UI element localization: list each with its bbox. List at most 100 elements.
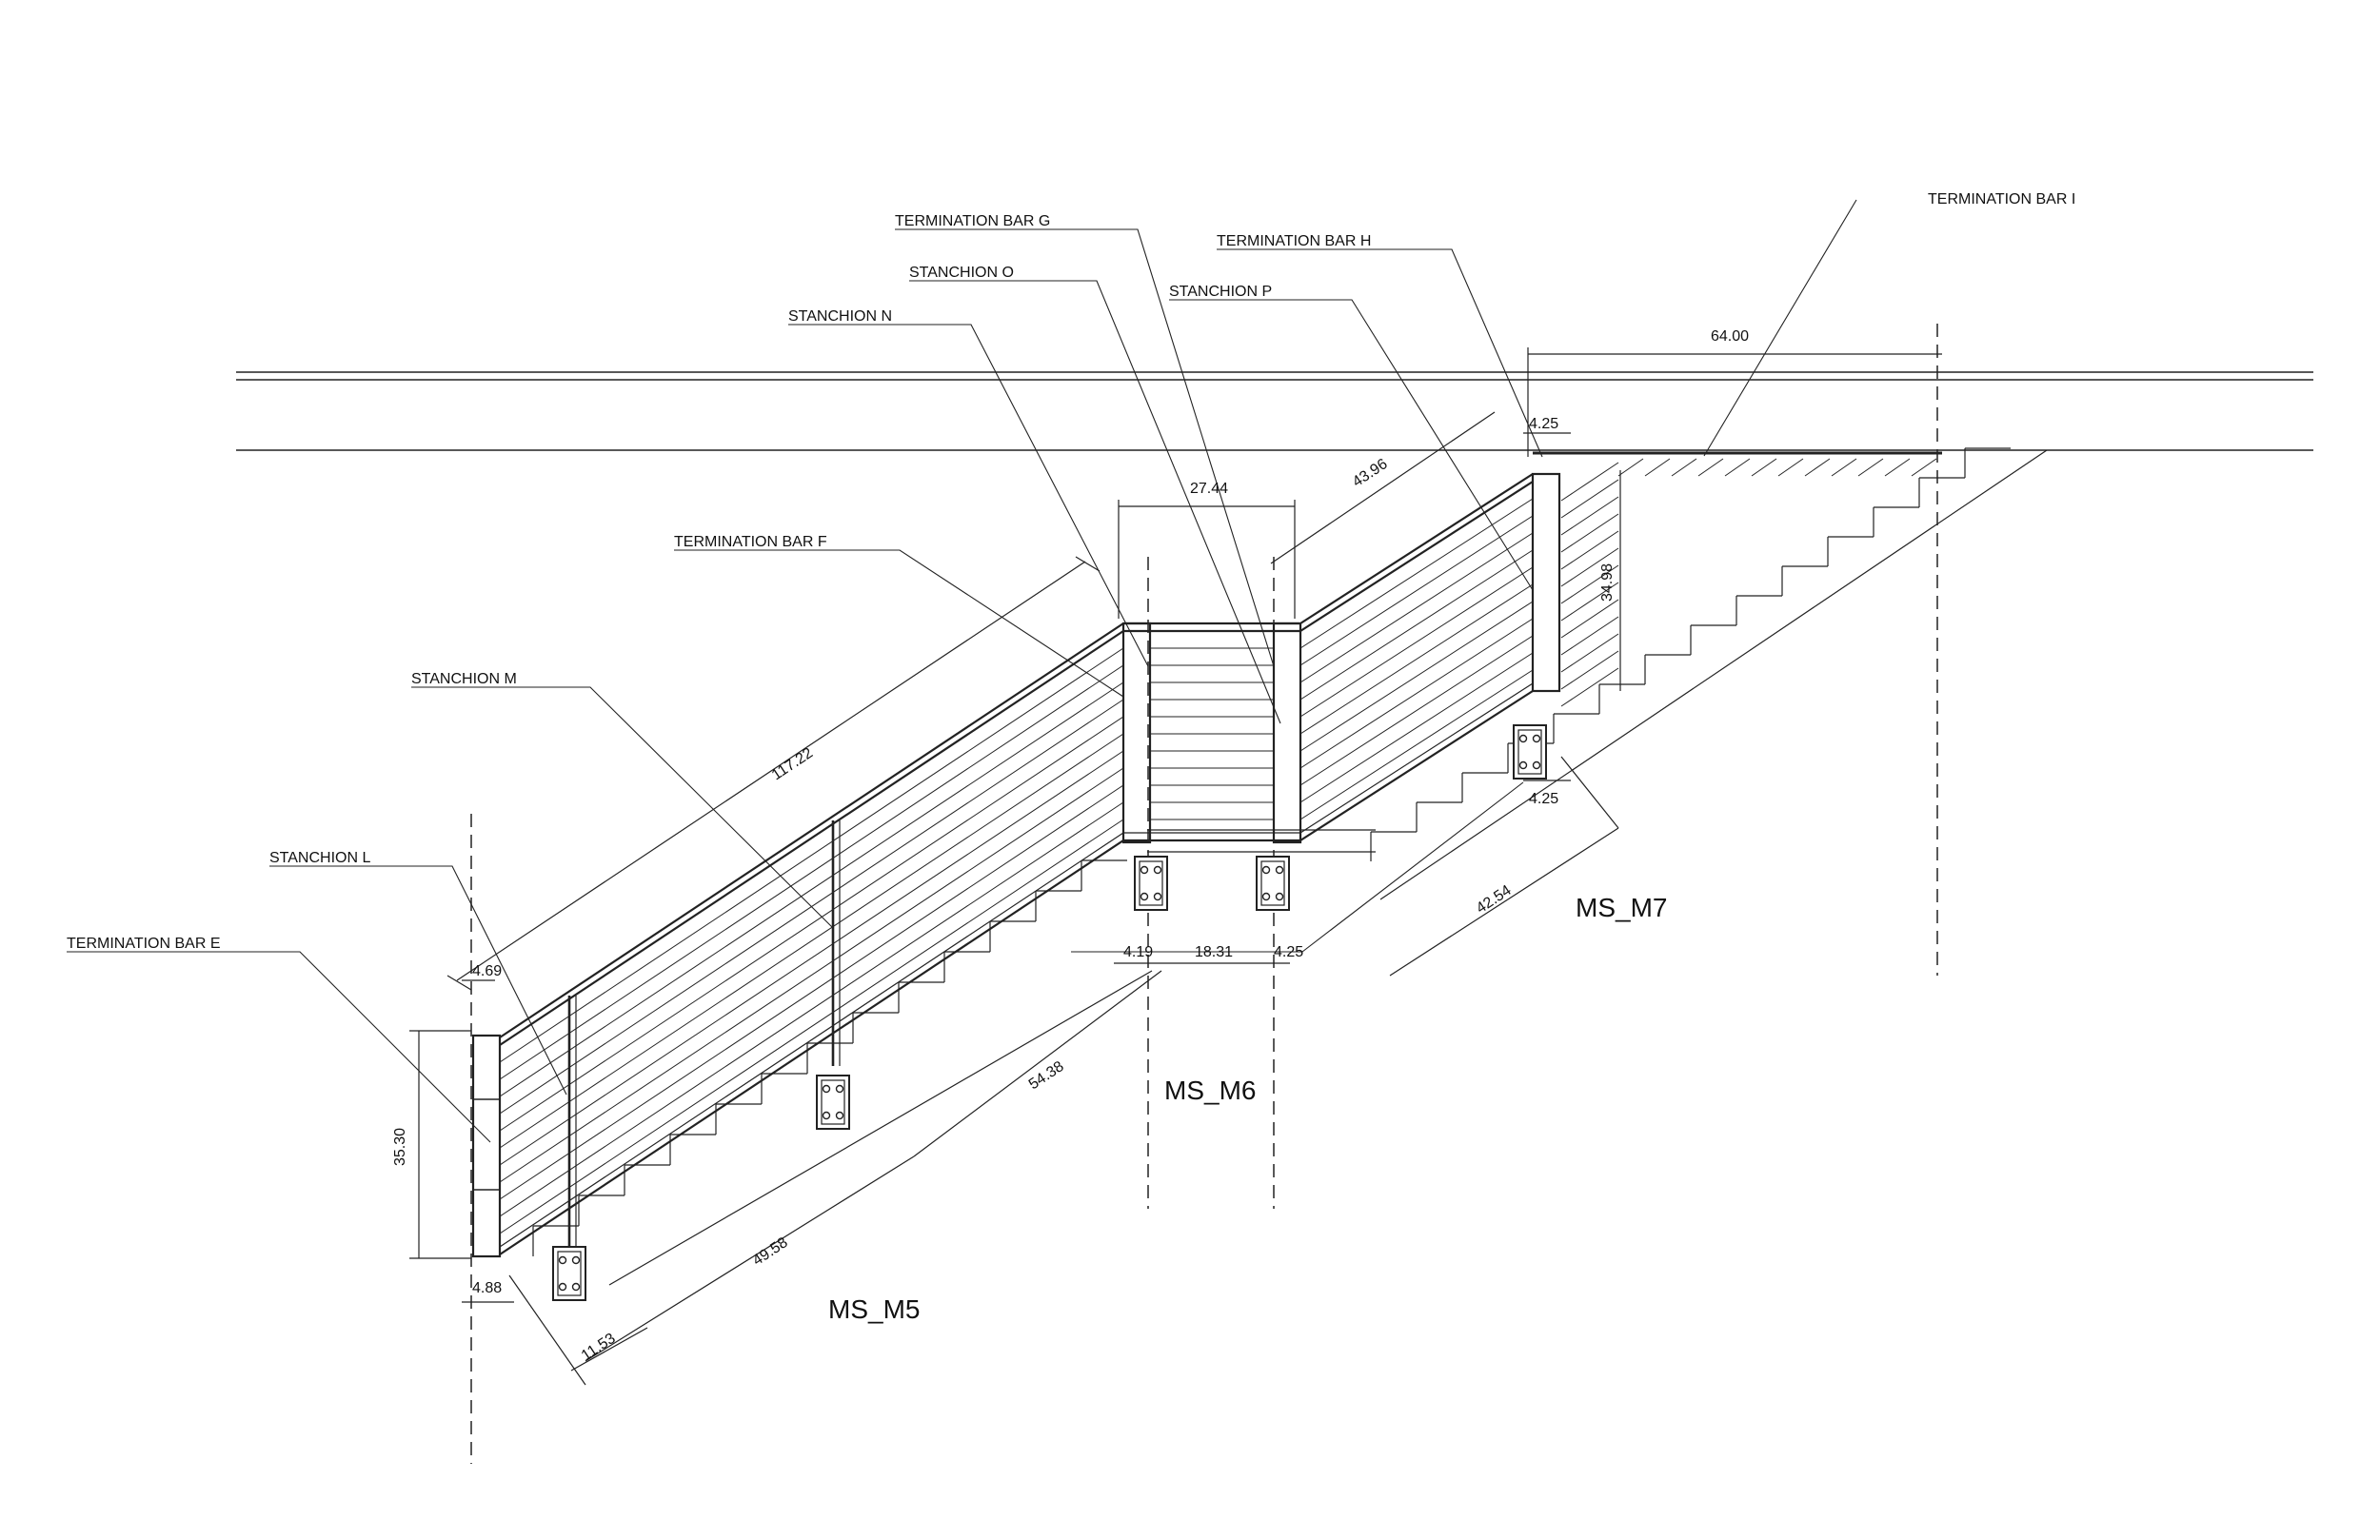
infill-line <box>1299 532 1534 683</box>
dim-27-44: 27.44 <box>1190 481 1228 497</box>
bolt-hole <box>1261 892 1271 901</box>
infill-line <box>1777 458 1804 477</box>
base-plate-inner <box>557 1251 582 1296</box>
bolt-hole <box>571 1255 581 1265</box>
infill-line <box>1560 650 1619 690</box>
dim-34-98: 34.98 <box>1599 563 1616 602</box>
stair-stringer-lines <box>608 449 2048 1286</box>
bolt-hole <box>1140 865 1149 875</box>
dim-64-00: 64.00 <box>1711 328 1749 345</box>
base-plate-inner <box>821 1079 845 1125</box>
bolt-hole <box>1518 760 1528 770</box>
bolt-hole <box>1261 865 1271 875</box>
infill-line <box>1751 458 1777 477</box>
dim-4-25-right: 4.25 <box>1529 791 1558 807</box>
base-plate-outline <box>552 1246 586 1301</box>
leader-lines <box>67 199 1857 1143</box>
dim-35-30: 35.30 <box>392 1128 408 1166</box>
dim-49-58: 49.58 <box>750 1234 791 1269</box>
dim-4-19: 4.19 <box>1123 944 1153 960</box>
infill-line <box>1884 458 1911 477</box>
bolt-hole <box>822 1111 831 1120</box>
base-plate <box>1134 856 1168 911</box>
label-stanchion-l: STANCHION L <box>269 850 370 866</box>
base-plate <box>1256 856 1290 911</box>
section-title-ms-m5: MS_M5 <box>828 1294 920 1324</box>
base-plate-inner <box>1260 860 1285 906</box>
callout-labels: TERMINATION BAR E STANCHION L STANCHION … <box>67 191 2075 952</box>
infill-line <box>1560 513 1619 553</box>
base-plate-outline <box>816 1075 850 1130</box>
stair-flight-lower <box>532 859 1127 1256</box>
base-plate <box>1513 724 1547 780</box>
dim-4-25-mid: 4.25 <box>1274 944 1303 960</box>
infill-line <box>1560 530 1619 570</box>
infill-line <box>1560 599 1619 639</box>
infill-line <box>1560 667 1619 707</box>
infill-line <box>1299 652 1534 803</box>
infill-line <box>1560 496 1619 536</box>
label-termination-bar-h: TERMINATION BAR H <box>1217 233 1371 249</box>
infill-line <box>1299 566 1534 718</box>
infill-line <box>1560 616 1619 656</box>
dim-117-22: 117.22 <box>769 745 816 784</box>
infill-line <box>1560 633 1619 673</box>
infill-line <box>1299 583 1534 735</box>
floor-slab-lines <box>236 371 2313 451</box>
infill-line <box>1299 549 1534 701</box>
infill-line <box>1560 547 1619 587</box>
base-plate <box>816 1075 850 1130</box>
bolt-hole <box>835 1084 844 1094</box>
infill-line <box>1560 479 1619 519</box>
infill-line <box>499 716 1124 1132</box>
dim-4-88: 4.88 <box>472 1280 502 1296</box>
infill-line <box>1299 601 1534 752</box>
infill-line <box>1299 669 1534 820</box>
section-title-ms-m6: MS_M6 <box>1164 1076 1256 1105</box>
bolt-hole <box>1140 892 1149 901</box>
stair-flight-upper <box>1370 447 2011 861</box>
label-stanchion-m: STANCHION M <box>411 671 517 687</box>
railing-infill-lines <box>499 458 1937 1234</box>
infill-line <box>1560 462 1619 502</box>
infill-line <box>499 733 1124 1149</box>
bolt-hole <box>1153 892 1162 901</box>
bolt-hole <box>1532 760 1541 770</box>
infill-line <box>499 784 1124 1200</box>
infill-line <box>1804 458 1831 477</box>
infill-line <box>1671 458 1697 477</box>
label-termination-bar-i: TERMINATION BAR I <box>1928 191 2075 207</box>
infill-line <box>499 767 1124 1183</box>
bolt-hole <box>571 1282 581 1292</box>
bolt-hole <box>1275 892 1284 901</box>
bolt-hole <box>1153 865 1162 875</box>
label-stanchion-n: STANCHION N <box>788 308 892 325</box>
infill-line <box>1617 458 1644 477</box>
dim-54-38: 54.38 <box>1026 1058 1067 1093</box>
bolt-hole <box>1275 865 1284 875</box>
infill-line <box>499 664 1124 1080</box>
bolt-hole <box>835 1111 844 1120</box>
bolt-hole <box>558 1255 567 1265</box>
infill-line <box>1299 515 1534 666</box>
base-plate-outline <box>1256 856 1290 911</box>
infill-line <box>499 801 1124 1217</box>
infill-line <box>1299 635 1534 786</box>
label-stanchion-p: STANCHION P <box>1169 284 1272 300</box>
dim-4-69: 4.69 <box>472 963 502 979</box>
infill-line <box>499 819 1124 1234</box>
infill-line <box>499 647 1124 1063</box>
base-plate-outline <box>1134 856 1168 911</box>
railing-structure <box>471 451 1942 1258</box>
infill-line <box>499 750 1124 1166</box>
infill-line <box>1560 582 1619 622</box>
infill-line <box>1697 458 1724 477</box>
label-stanchion-o: STANCHION O <box>909 265 1014 281</box>
infill-line <box>1911 458 1937 477</box>
infill-line <box>1299 618 1534 769</box>
dimension-texts: 117.22 4.69 35.30 4.88 11.53 49.58 54.38… <box>392 328 1749 1364</box>
bolt-hole <box>822 1084 831 1094</box>
dim-42-54: 42.54 <box>1474 882 1515 917</box>
section-title-ms-m7: MS_M7 <box>1576 893 1667 922</box>
